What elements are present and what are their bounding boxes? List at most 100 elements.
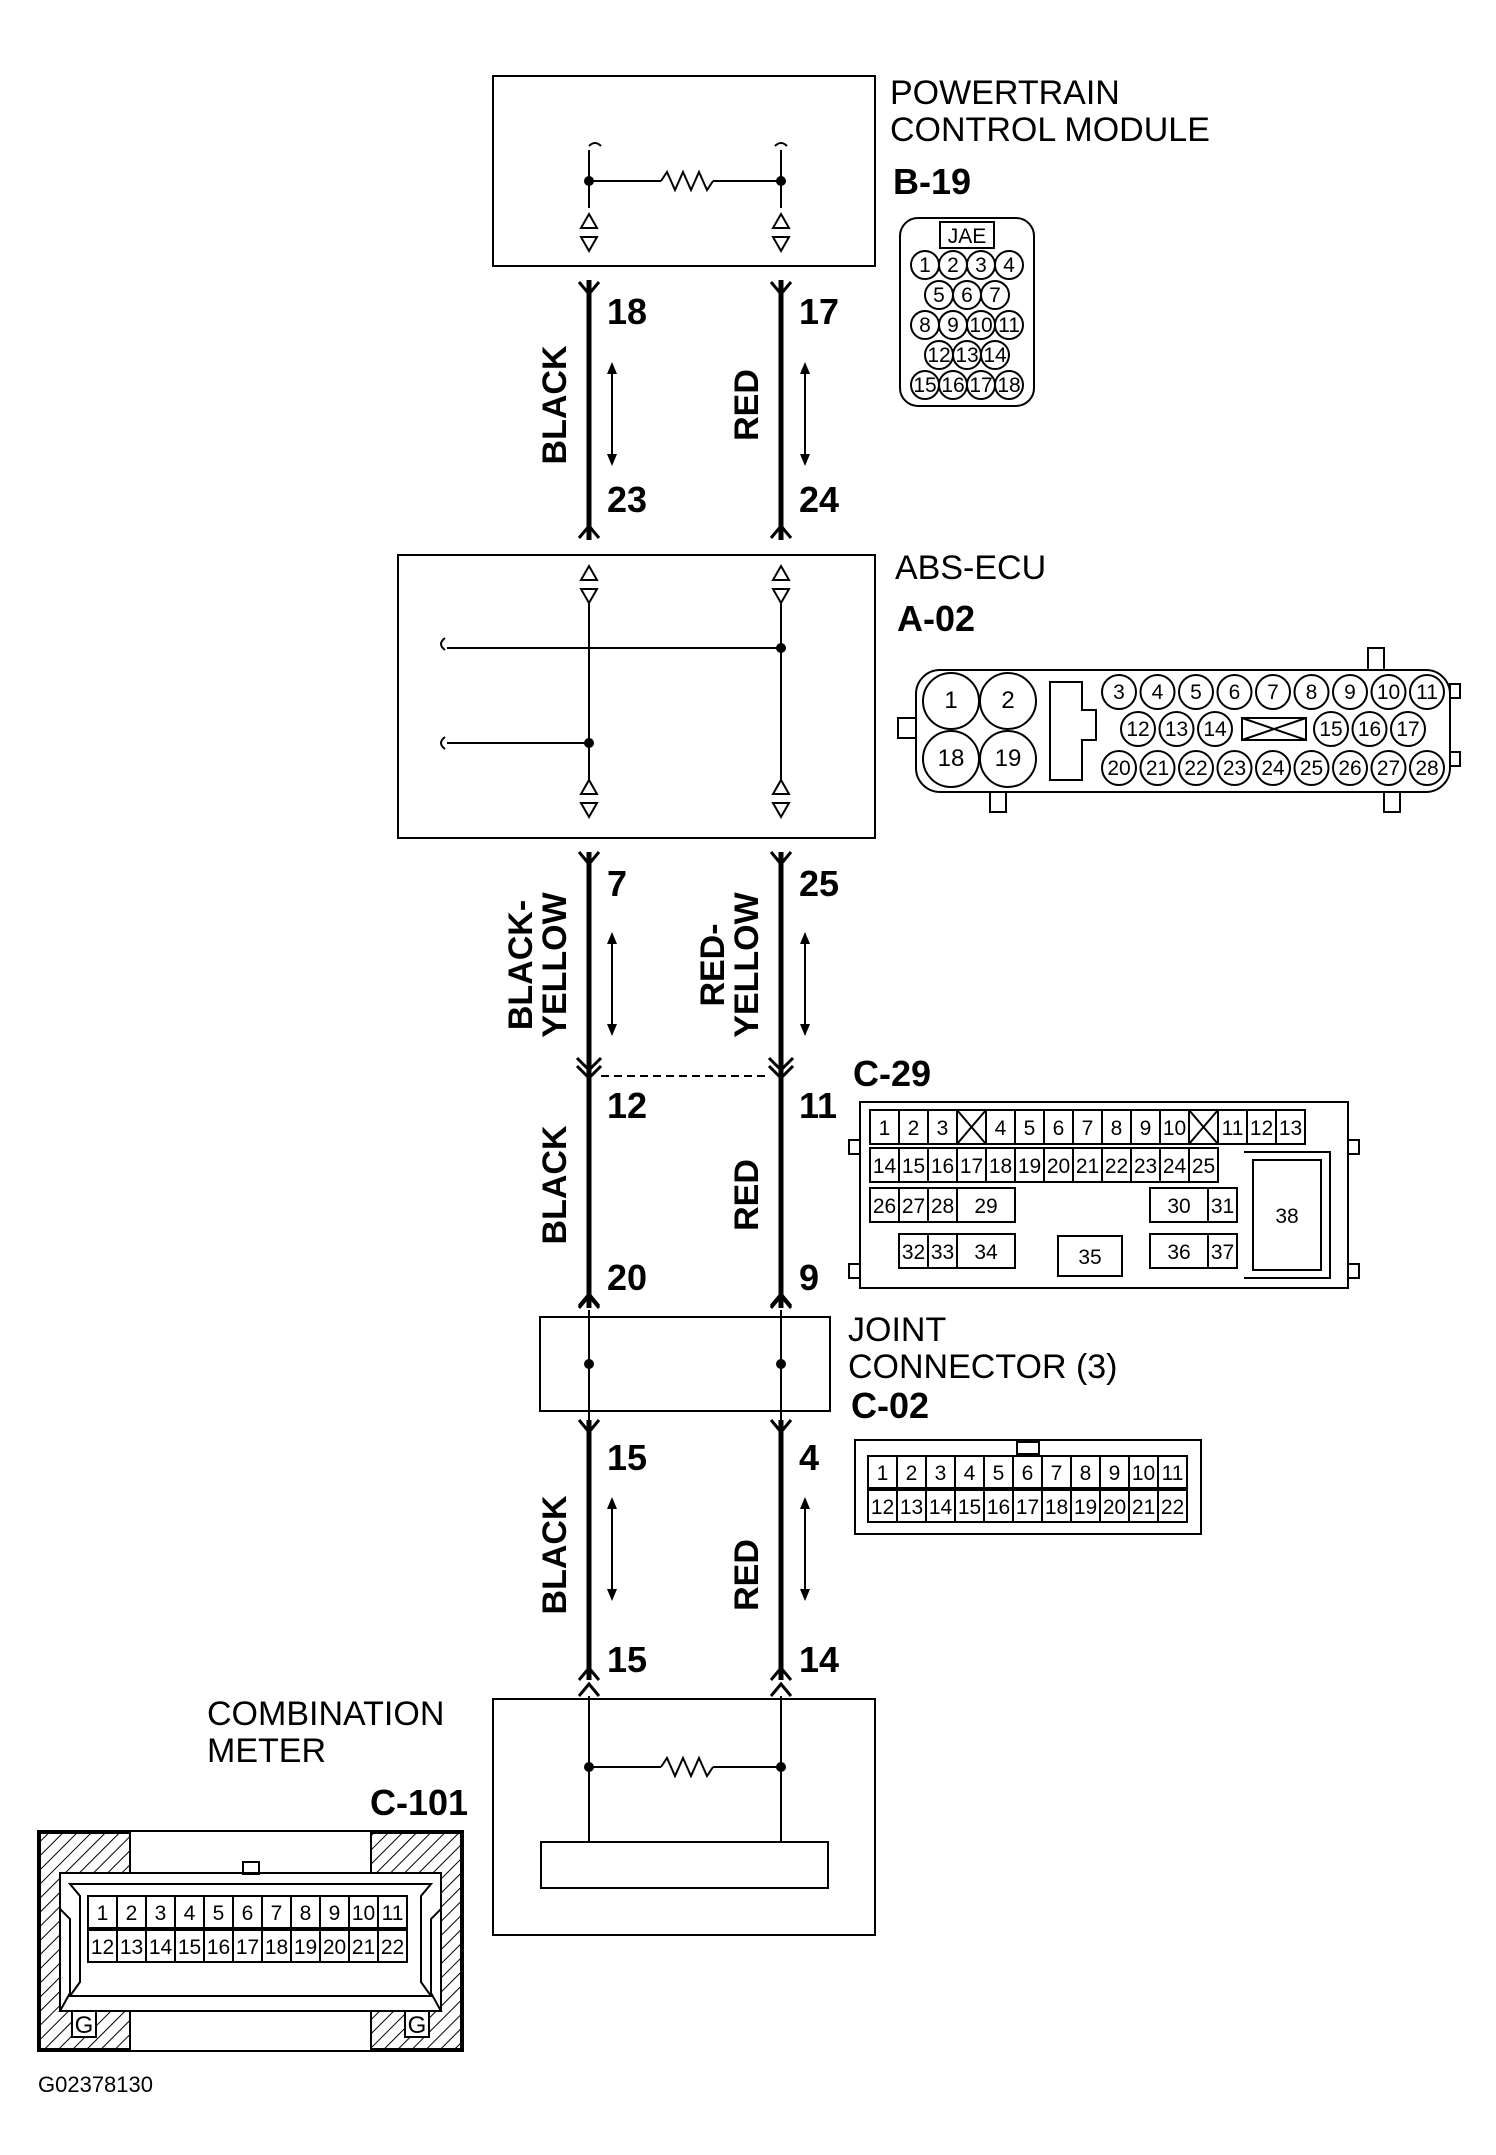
wire-color-red: RED xyxy=(728,1159,766,1231)
pin-number: 9 xyxy=(799,1257,819,1298)
pin-label: 24 xyxy=(1261,757,1285,780)
pin-label: 33 xyxy=(931,1241,954,1264)
pin-label: 6 xyxy=(1053,1117,1065,1140)
pin-cavity xyxy=(979,730,1037,788)
pin-label: 2 xyxy=(908,1117,920,1140)
pin-label: 9 xyxy=(947,314,959,337)
pin-label: 35 xyxy=(1078,1246,1101,1269)
pin-label: 5 xyxy=(933,284,945,307)
wire-color-black-yellow: BLACK- xyxy=(502,900,540,1030)
pin-number: 12 xyxy=(607,1085,647,1126)
pin-label: 4 xyxy=(1152,681,1164,704)
pin-label: 13 xyxy=(1165,718,1188,741)
pin-label: 3 xyxy=(1113,681,1125,704)
combination-meter-box xyxy=(492,1698,876,1936)
pin-label: 16 xyxy=(987,1496,1010,1519)
pin-cavity xyxy=(1409,750,1445,786)
pin-label: 25 xyxy=(1192,1155,1215,1178)
blank-cavity-mark xyxy=(956,1109,987,1145)
pin-label: 18 xyxy=(265,1936,288,1959)
direction-arrowheads xyxy=(607,362,810,466)
pin-label: 8 xyxy=(1080,1462,1092,1485)
pin-cavity xyxy=(1057,1235,1123,1277)
pin-label: 18 xyxy=(989,1155,1012,1178)
wire-seg2 xyxy=(575,851,806,1081)
pin-cavity xyxy=(1158,711,1195,747)
pin-cavity xyxy=(1120,711,1156,747)
pin-label: 21 xyxy=(352,1936,375,1959)
pin-label: 16 xyxy=(207,1936,230,1959)
pin-label: 1 xyxy=(944,687,957,714)
pin-label: 15 xyxy=(958,1496,981,1519)
pin-cavity xyxy=(1216,674,1253,710)
pin-cavity xyxy=(1157,1489,1188,1523)
pin-label: 4 xyxy=(995,1117,1007,1140)
wire-color-black: BLACK xyxy=(536,345,574,464)
pin-label: 8 xyxy=(1306,681,1318,704)
pin-label: 3 xyxy=(937,1117,949,1140)
pin-cavity xyxy=(994,250,1024,280)
pin-label: 20 xyxy=(323,1936,346,1959)
pin-cavity xyxy=(994,370,1024,400)
pin-cavity xyxy=(1275,1109,1306,1145)
pin-label: 16 xyxy=(931,1155,954,1178)
pin-label: 16 xyxy=(941,374,964,397)
pin-label: 7 xyxy=(1051,1462,1063,1485)
pin-number: 20 xyxy=(607,1257,647,1298)
pin-label: 20 xyxy=(1107,757,1130,780)
pin-label: 1 xyxy=(919,254,931,277)
pin-label: 19 xyxy=(1018,1155,1041,1178)
pin-label: 22 xyxy=(381,1936,404,1959)
pin-label: 21 xyxy=(1076,1155,1099,1178)
pin-cavity xyxy=(1332,674,1368,710)
pin-cavity xyxy=(1207,1187,1238,1223)
meter-name-line1: COMBINATION xyxy=(207,1695,444,1733)
pin-label: 14 xyxy=(149,1936,173,1959)
abs-connector-id: A-02 xyxy=(897,598,975,639)
pin-label: 6 xyxy=(242,1902,254,1925)
pin-number: 18 xyxy=(607,291,647,332)
wire-color-black-yellow: YELLOW xyxy=(536,891,574,1037)
pin-label: 11 xyxy=(998,314,1020,337)
pin-cavity xyxy=(1178,750,1214,786)
pin-label: 1 xyxy=(97,1902,109,1925)
wire-color-black: BLACK xyxy=(536,1495,574,1614)
blank-cavity-mark xyxy=(1241,717,1307,741)
pcm-name-line1: POWERTRAIN xyxy=(890,74,1120,112)
pin-label: 18 xyxy=(938,745,965,772)
pin-label: 22 xyxy=(1161,1496,1184,1519)
pin-label: 4 xyxy=(1003,254,1015,277)
pin-label: 26 xyxy=(1338,757,1361,780)
pin-label: 9 xyxy=(1140,1117,1152,1140)
pin-cavity xyxy=(1188,1147,1219,1183)
pin-label: 5 xyxy=(1024,1117,1036,1140)
pin-cavity xyxy=(1255,750,1291,786)
pin-label: 18 xyxy=(1045,1496,1068,1519)
pin-label: 3 xyxy=(155,1902,167,1925)
pin-cavity xyxy=(1139,674,1176,710)
pin-label: 37 xyxy=(1211,1241,1234,1264)
pin-label: 1 xyxy=(879,1117,891,1140)
pin-label: 4 xyxy=(184,1902,196,1925)
blank-cavity xyxy=(1241,717,1307,741)
pin-cavity xyxy=(377,1895,408,1929)
direction-arrowheads xyxy=(607,932,810,1036)
pin-label: 11 xyxy=(1222,1117,1244,1140)
pin-label: 27 xyxy=(1377,757,1400,780)
connector-maker-label: JAE xyxy=(948,225,987,248)
pin-number: 14 xyxy=(799,1639,839,1680)
meter-name-line2: METER xyxy=(207,1732,326,1770)
wire-color-red-yellow: RED- xyxy=(694,923,732,1006)
splice-dot xyxy=(584,1359,594,1369)
pin-cavity xyxy=(979,672,1037,730)
pin-number: 25 xyxy=(799,863,839,904)
splice-dot xyxy=(776,1762,786,1772)
pin-label: 15 xyxy=(1319,718,1342,741)
pcm-connector-id: B-19 xyxy=(893,161,971,202)
direction-arrowheads xyxy=(607,1497,810,1601)
pin-number: 4 xyxy=(799,1437,819,1478)
pin-cavity xyxy=(1332,750,1368,786)
